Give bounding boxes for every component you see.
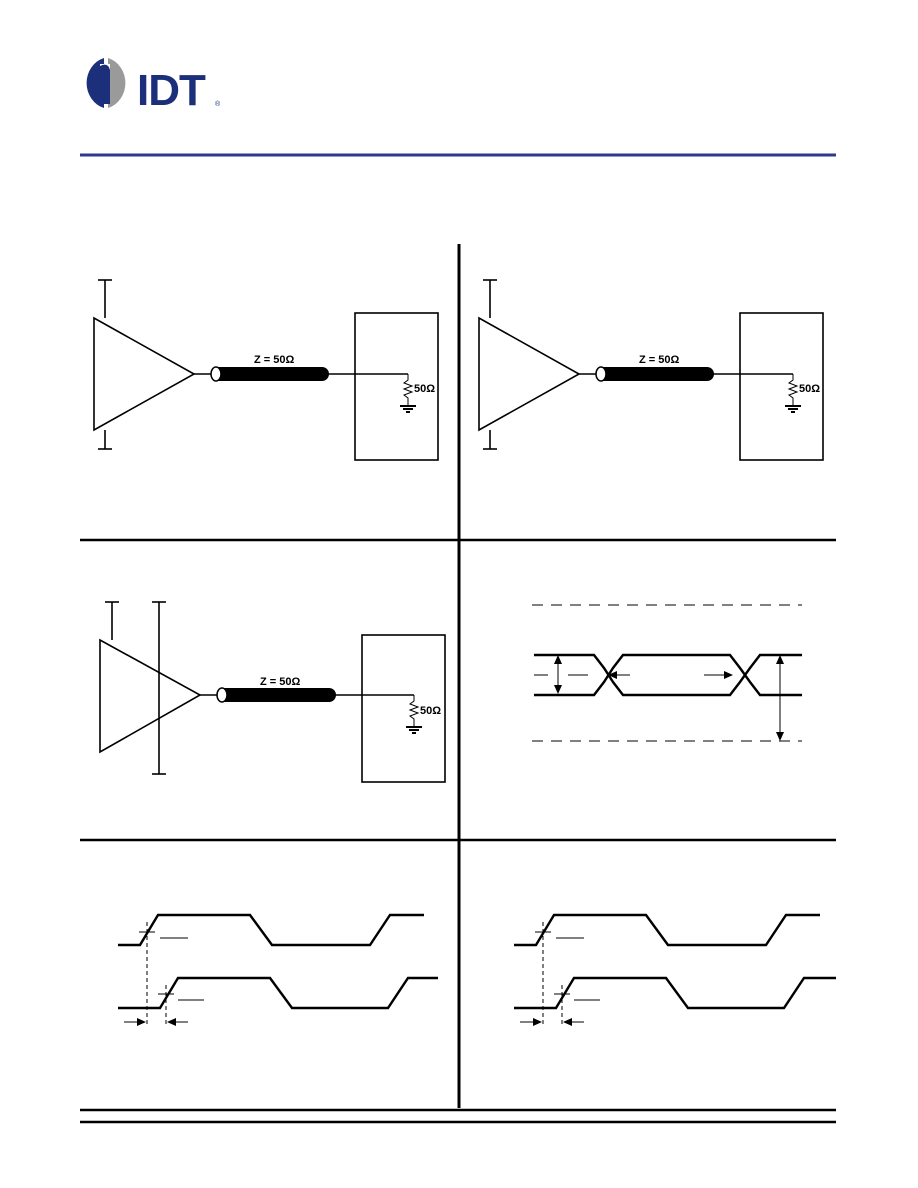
driver-triangle: [99, 638, 202, 754]
propagation-delay-left: [118, 913, 438, 1026]
driver-triangle: [93, 316, 196, 432]
differential-waveform: [532, 604, 802, 742]
load-box: [354, 312, 439, 461]
impedance-label: Z = 50Ω: [260, 676, 300, 688]
test-circuit-top-right: Z = 50Ω 50Ω: [478, 279, 824, 461]
termination-label: 50Ω: [414, 383, 435, 395]
test-circuit-middle-left: Z = 50Ω 50Ω: [99, 601, 446, 783]
termination-label: 50Ω: [799, 383, 820, 395]
registered-mark: ®: [215, 100, 221, 108]
driver-triangle: [478, 316, 581, 432]
idt-logo: IDT ®: [86, 58, 221, 115]
test-circuit-top-left: Z = 50Ω 50Ω: [93, 279, 439, 461]
logo-wordmark: IDT: [137, 66, 206, 115]
panel-grid: [80, 244, 836, 1124]
impedance-label: Z = 50Ω: [254, 354, 294, 366]
logo-emblem: [86, 58, 126, 108]
load-box: [361, 634, 446, 783]
termination-label: 50Ω: [420, 705, 441, 717]
load-box: [739, 312, 824, 461]
propagation-delay-right: [514, 913, 836, 1026]
impedance-label: Z = 50Ω: [639, 354, 679, 366]
